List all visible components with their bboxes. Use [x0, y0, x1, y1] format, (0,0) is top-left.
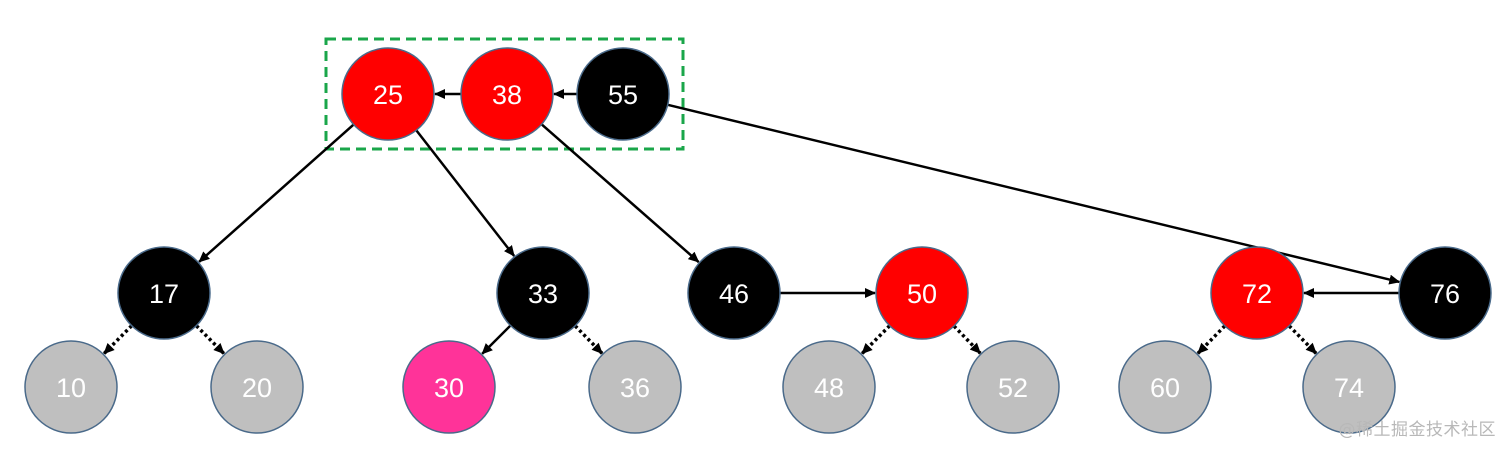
node-label-74: 74	[1334, 373, 1364, 403]
node-circle-20	[210, 340, 304, 434]
grouped-nodes-highlight-box	[324, 37, 685, 151]
node-circle-36	[588, 340, 682, 434]
node-circle-17	[117, 246, 211, 340]
node-55: 55	[576, 47, 670, 141]
node-10: 10	[24, 340, 118, 434]
node-circle-10	[24, 340, 118, 434]
edge-17-to-10	[102, 324, 133, 355]
node-label-76: 76	[1430, 279, 1460, 309]
node-label-48: 48	[814, 373, 844, 403]
nodes-layer: 25 38 55 17 33 46 50 72 76 10 20 30 36 48 52 60 74	[24, 47, 1492, 434]
node-circle-38	[460, 47, 554, 141]
node-38: 38	[460, 47, 554, 141]
node-label-38: 38	[492, 80, 522, 110]
node-circle-74	[1302, 340, 1396, 434]
edge-38-to-46	[540, 123, 700, 263]
node-30: 30	[402, 340, 496, 434]
node-circle-25	[341, 47, 435, 141]
node-circle-46	[687, 246, 781, 340]
edge-33-to-36	[573, 324, 604, 355]
node-circle-60	[1118, 340, 1212, 434]
node-label-52: 52	[998, 373, 1028, 403]
node-17: 17	[117, 246, 211, 340]
node-label-46: 46	[719, 279, 749, 309]
node-circle-50	[875, 246, 969, 340]
node-74: 74	[1302, 340, 1396, 434]
edge-25-to-17	[198, 123, 355, 263]
node-label-50: 50	[907, 279, 937, 309]
node-circle-55	[576, 47, 670, 141]
node-circle-52	[966, 340, 1060, 434]
node-36: 36	[588, 340, 682, 434]
node-76: 76	[1398, 246, 1492, 340]
node-25: 25	[341, 47, 435, 141]
edge-55-to-76	[667, 103, 1401, 285]
node-52: 52	[966, 340, 1060, 434]
node-label-36: 36	[620, 373, 650, 403]
node-label-25: 25	[373, 80, 403, 110]
node-label-33: 33	[528, 279, 558, 309]
node-label-10: 10	[56, 373, 86, 403]
edge-33-to-30	[481, 324, 512, 355]
edge-72-to-74	[1287, 324, 1318, 355]
watermark-text: @稀土掘金技术社区	[1338, 420, 1496, 440]
node-20: 20	[210, 340, 304, 434]
node-label-72: 72	[1242, 279, 1272, 309]
edge-50-to-52	[952, 324, 982, 355]
node-circle-33	[496, 246, 590, 340]
node-72: 72	[1210, 246, 1304, 340]
edge-25-to-33	[415, 129, 516, 257]
node-60: 60	[1118, 340, 1212, 434]
node-circle-48	[782, 340, 876, 434]
edge-72-to-60	[1196, 324, 1227, 355]
node-circle-72	[1210, 246, 1304, 340]
edge-17-to-20	[195, 324, 226, 355]
node-48: 48	[782, 340, 876, 434]
node-label-60: 60	[1150, 373, 1180, 403]
node-label-55: 55	[608, 80, 638, 110]
node-label-30: 30	[434, 373, 464, 403]
edge-50-to-48	[860, 324, 891, 355]
node-circle-30	[402, 340, 496, 434]
node-33: 33	[496, 246, 590, 340]
node-label-20: 20	[242, 373, 272, 403]
node-50: 50	[875, 246, 969, 340]
node-label-17: 17	[149, 279, 179, 309]
node-46: 46	[687, 246, 781, 340]
node-circle-76	[1398, 246, 1492, 340]
